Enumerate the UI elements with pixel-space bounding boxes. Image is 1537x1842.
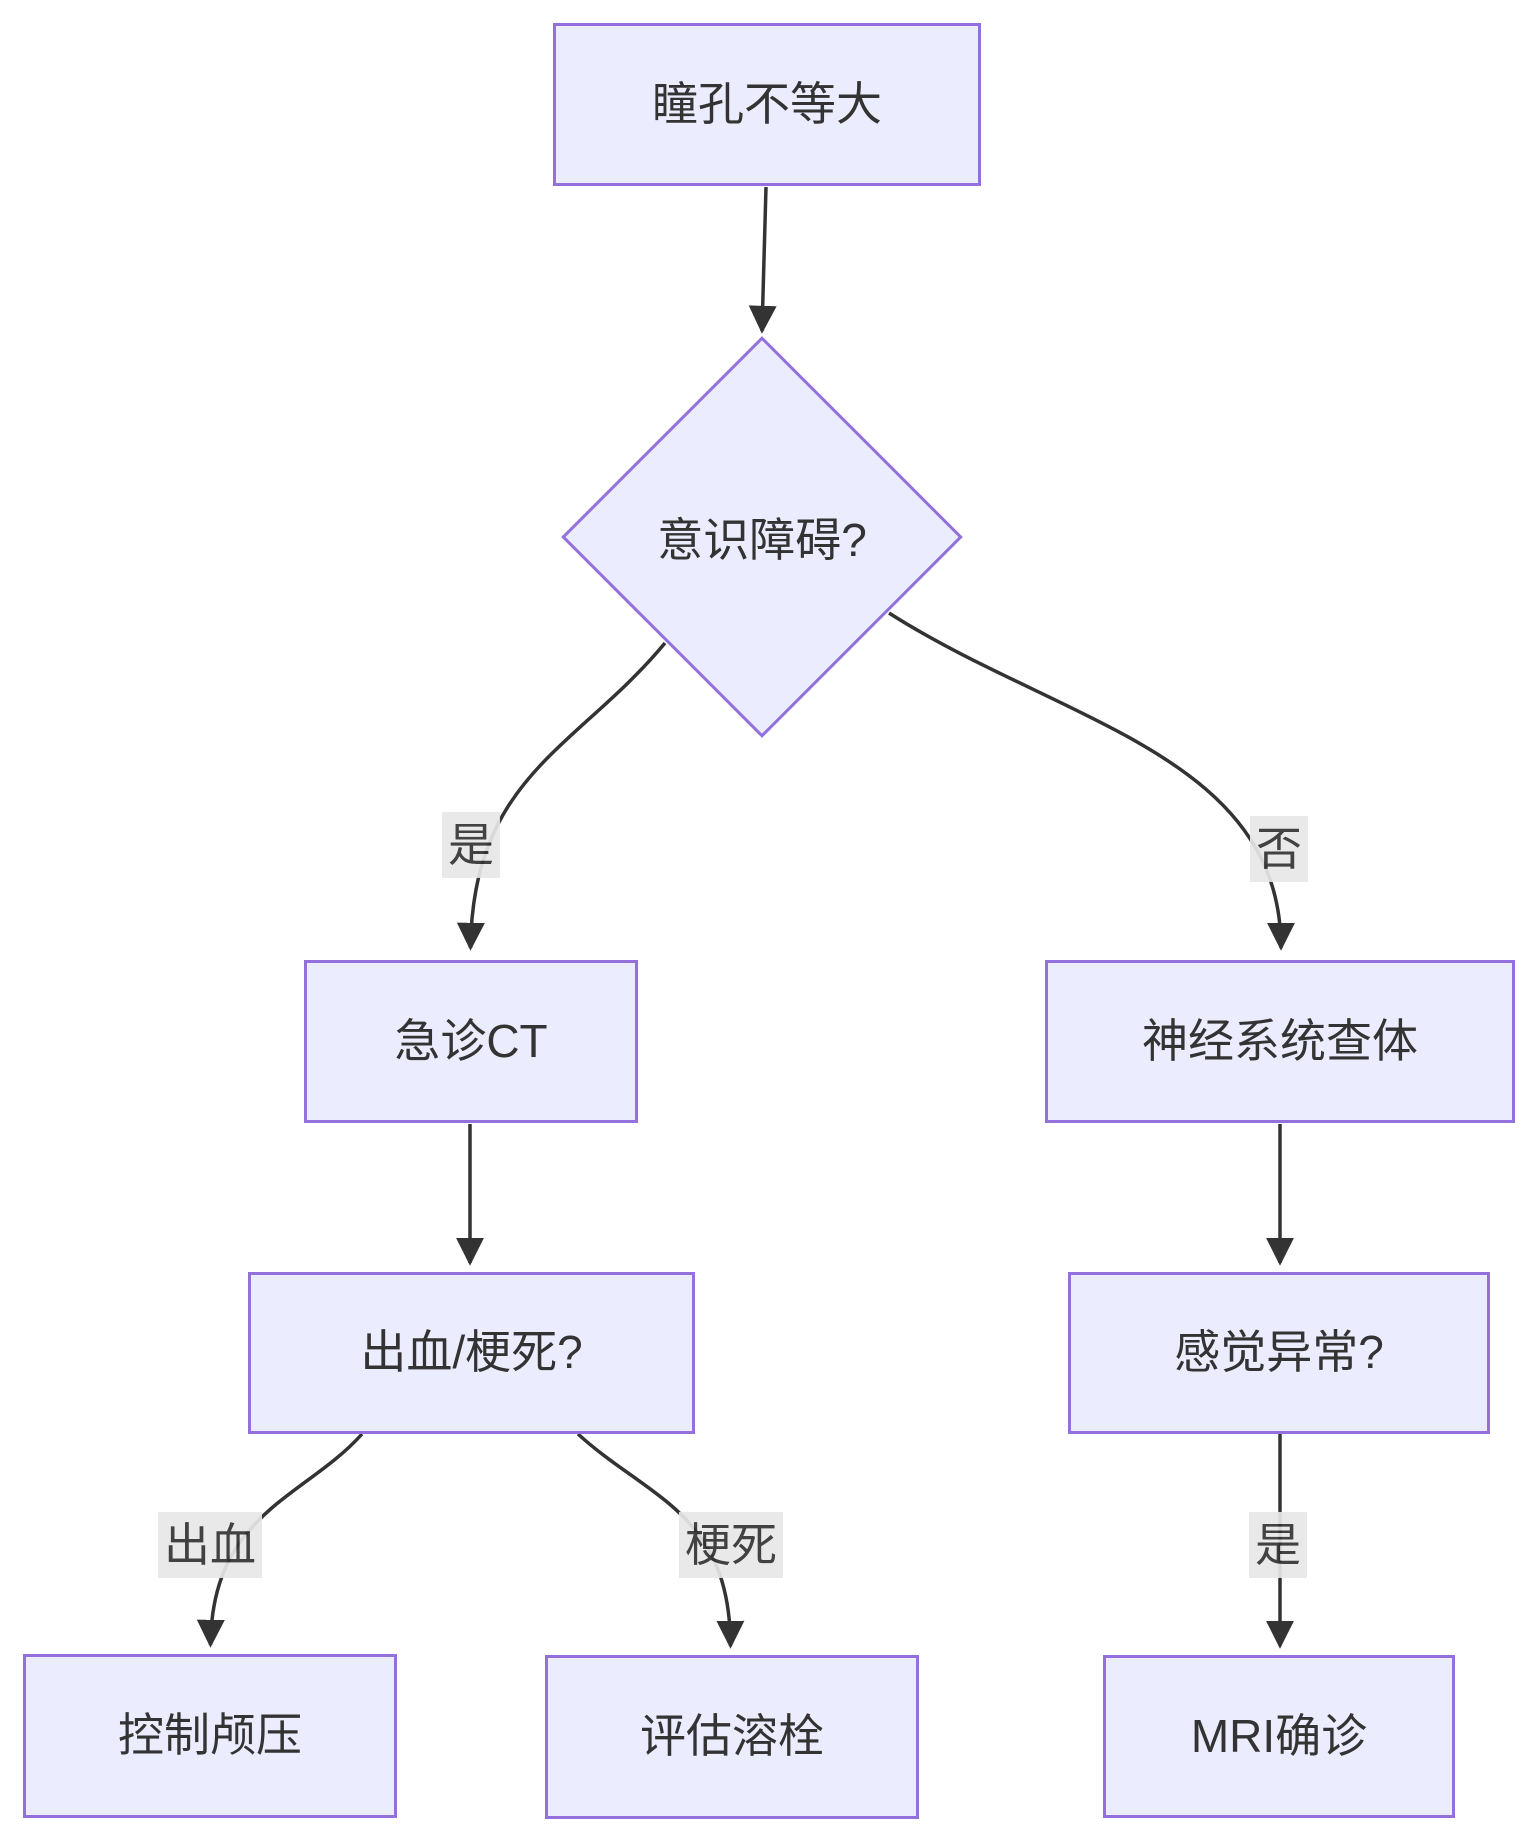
edge-consciousness-yes-to-ct — [456, 641, 667, 951]
node-evaluate-thrombolysis: 评估溶栓 — [545, 1655, 919, 1819]
node-neuro-exam: 神经系统查体 — [1045, 960, 1515, 1123]
node-emergency-ct-label: 急诊CT — [394, 1014, 548, 1067]
node-mri-confirm-label: MRI确诊 — [1190, 1709, 1368, 1762]
node-hemorrhage-or-infarct-label: 出血/梗死? — [360, 1326, 583, 1379]
edge-pupils-to-consciousness — [748, 186, 777, 334]
edge-hemorrhage-to-control-icp — [196, 1432, 364, 1648]
node-sensory-abnormality-label: 感觉异常? — [1174, 1326, 1384, 1379]
node-emergency-ct: 急诊CT — [304, 960, 638, 1123]
decision-consciousness-disorder-label: 意识障碍? — [657, 514, 867, 566]
edge-label-no-right: 否 — [1250, 815, 1308, 883]
node-control-icp-label: 控制颅压 — [118, 1709, 302, 1762]
node-unequal-pupils: 瞳孔不等大 — [553, 23, 981, 186]
node-unequal-pupils-label: 瞳孔不等大 — [652, 77, 882, 130]
edge-consciousness-no-to-neuro-exam — [888, 611, 1295, 951]
edge-label-yes-right: 是 — [1249, 1511, 1307, 1579]
edge-label-hemorrhage: 出血 — [158, 1511, 262, 1579]
edge-label-infarct: 梗死 — [679, 1511, 783, 1579]
edge-label-yes-left: 是 — [442, 811, 500, 879]
node-sensory-abnormality: 感觉异常? — [1068, 1272, 1490, 1434]
node-mri-confirm: MRI确诊 — [1103, 1655, 1455, 1818]
node-hemorrhage-or-infarct: 出血/梗死? — [248, 1272, 695, 1434]
node-neuro-exam-label: 神经系统查体 — [1142, 1014, 1418, 1067]
node-evaluate-thrombolysis-label: 评估溶栓 — [640, 1710, 824, 1763]
node-control-icp: 控制颅压 — [23, 1654, 397, 1818]
